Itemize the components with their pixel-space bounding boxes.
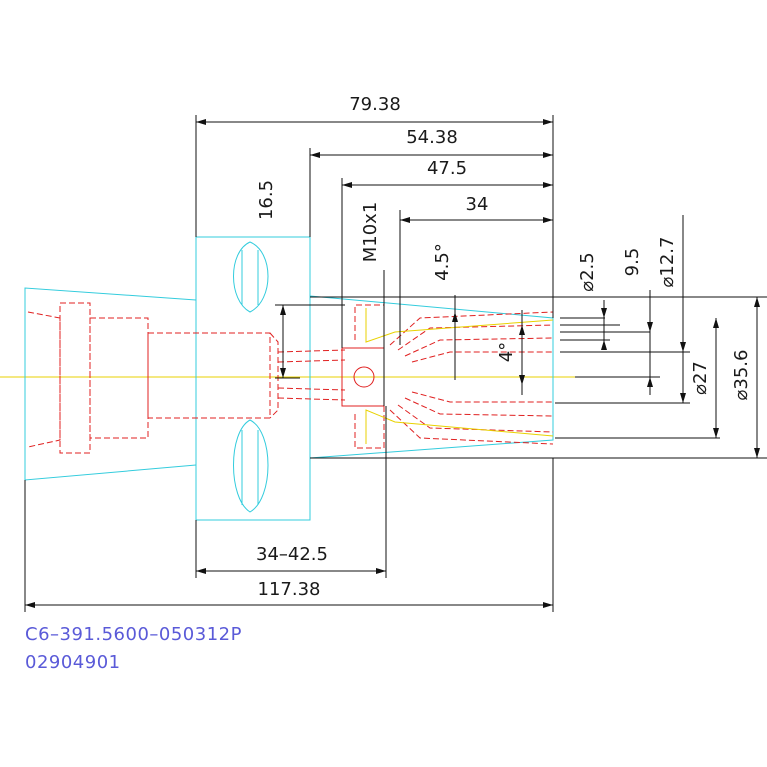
part-outline <box>24 236 554 521</box>
dim-9-5: 9.5 <box>622 248 643 277</box>
dim-34: 34 <box>466 194 489 215</box>
dim-thread: M10x1 <box>360 202 381 263</box>
dimension-lines <box>24 115 767 612</box>
part-code: 02904901 <box>25 652 121 673</box>
dim-angle-4-5: 4.5° <box>432 243 453 281</box>
dim-angle-4: 4° <box>496 342 517 362</box>
dim-117-38: 117.38 <box>258 579 321 600</box>
dim-47-5: 47.5 <box>427 158 467 179</box>
dim-dia-35-6: ⌀35.6 <box>731 350 752 401</box>
part-number: C6–391.5600–050312P <box>25 624 242 645</box>
dim-16-5: 16.5 <box>256 180 277 220</box>
dim-dia-27: ⌀27 <box>690 361 711 395</box>
dim-79-38: 79.38 <box>349 94 401 115</box>
dim-dia-12-7: ⌀12.7 <box>657 237 678 288</box>
dim-54-38: 54.38 <box>406 127 458 148</box>
hidden-features <box>27 302 554 454</box>
dim-range: 34–42.5 <box>256 544 328 565</box>
dim-dia-2-5: ⌀2.5 <box>577 252 598 291</box>
